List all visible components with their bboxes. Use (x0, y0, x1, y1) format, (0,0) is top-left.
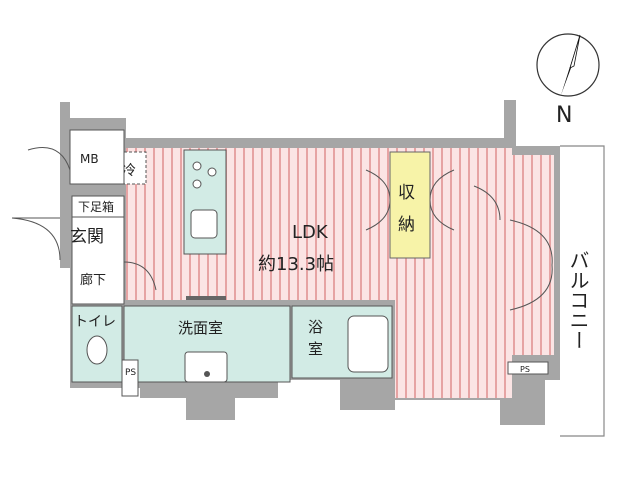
compass-north-label: N (556, 103, 572, 128)
compass-ring (536, 33, 600, 97)
fridge-mark: 冷 (122, 163, 136, 179)
storage-label-2: 納 (398, 215, 415, 235)
balcony-door (473, 185, 553, 311)
meter-box: MB (27, 129, 125, 185)
wash-basin-icon (184, 351, 228, 383)
balcony: バルコニー (560, 145, 605, 437)
mb-label: MB (80, 152, 99, 166)
ldk-size-label: 約13.3帖 (258, 254, 334, 275)
ldk-label: LDK (292, 222, 329, 243)
balcony-label: バルコニー (566, 250, 590, 350)
washroom-label: 洗面室 (178, 319, 223, 337)
ps-left: PS (121, 359, 139, 397)
storage-label-1: 収 (398, 183, 415, 203)
entrance: 下足箱 玄関 廊下 (11, 195, 157, 305)
sink-icon (190, 209, 218, 239)
toilet-label: トイレ (74, 314, 116, 330)
toilet-icon (86, 335, 108, 365)
storage-area (389, 151, 431, 259)
balcony-outline (560, 145, 605, 437)
bath-label-2: 室 (308, 340, 323, 358)
bathroom: 浴 室 (291, 305, 393, 379)
ldk-floor-ext (512, 155, 554, 355)
bathtub-icon (347, 315, 389, 373)
compass: N (536, 33, 600, 128)
entrance-label: 玄関 (70, 227, 104, 247)
stove-burner-icon (192, 179, 202, 189)
ps-right-label: PS (520, 365, 530, 374)
shoe-box-label: 下足箱 (78, 199, 114, 214)
kitchen (183, 149, 227, 300)
ps-left-label: PS (125, 368, 136, 378)
toilet: トイレ (71, 305, 123, 383)
corridor-label: 廊下 (80, 272, 106, 288)
stove-burner-icon (192, 161, 202, 171)
ps-right: PS (507, 361, 549, 375)
stove-burner-icon (207, 167, 217, 177)
bath-label-1: 浴 (308, 318, 323, 336)
storage: 収 納 (365, 151, 455, 259)
washroom: 洗面室 (123, 305, 291, 383)
